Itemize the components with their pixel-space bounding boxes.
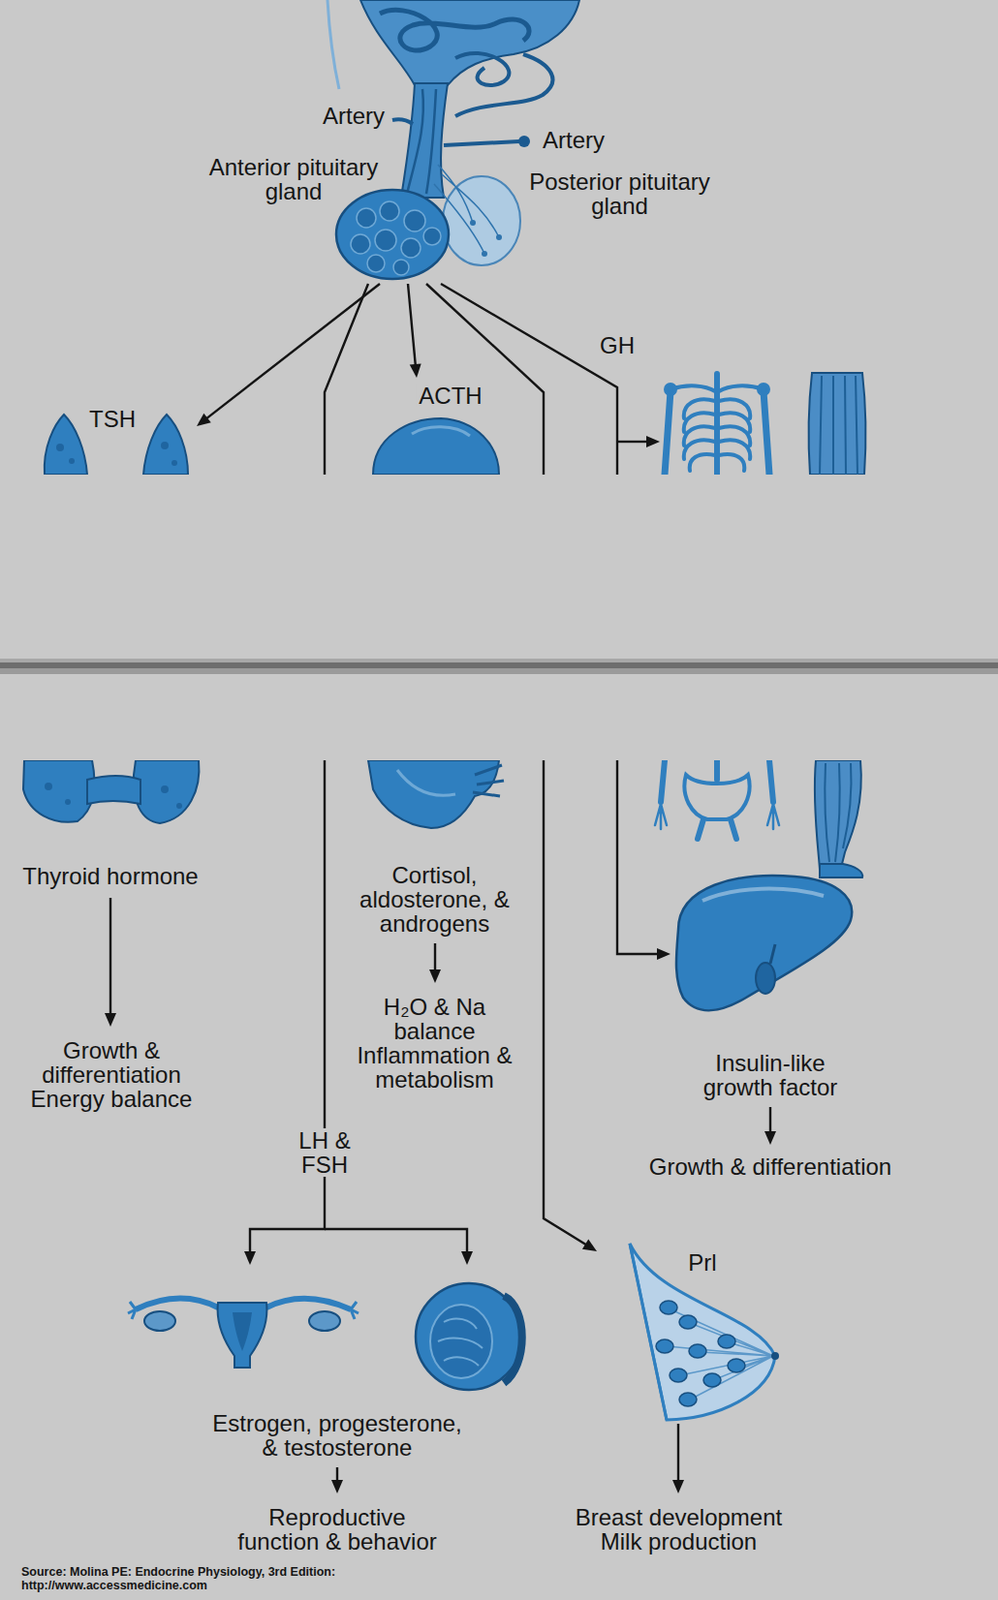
- artery-label: Artery: [322, 103, 385, 128]
- adrenal-target: Cortisol, aldosterone, & androgens: [344, 377, 525, 944]
- connector-line: [324, 1229, 468, 1256]
- uterus-illustration: [127, 1299, 359, 1369]
- node-text: Growth & differentiation Energy balance: [25, 1038, 198, 1112]
- hormone-label: LH & FSH: [291, 1128, 358, 1178]
- gh-skeleton-arrow: [617, 436, 660, 448]
- node-text: Reproductive function & behavior: [231, 1505, 443, 1555]
- connector: [764, 1107, 777, 1146]
- hormone-label: TSH: [86, 406, 139, 432]
- arrowhead: [672, 1480, 685, 1495]
- connector-line: [204, 283, 380, 421]
- node-text: Cortisol, aldosterone, & androgens: [354, 863, 515, 936]
- connector: [244, 283, 473, 1266]
- node-text: H₂O & Na balance Inflammation & metaboli…: [354, 995, 515, 1092]
- arrowhead: [656, 948, 671, 961]
- effect-text: Growth & differentiation Energy balance: [19, 1027, 204, 1116]
- effect-text: Breast development Milk production: [569, 1494, 788, 1559]
- connector-line: [407, 283, 416, 369]
- node-text: Prl: [673, 1250, 732, 1276]
- breast-target: Prl: [596, 1240, 791, 1425]
- effect-text: Reproductive function & behavior: [231, 1494, 443, 1559]
- node-text: Breast development Milk production: [569, 1505, 788, 1555]
- thyroid-target: Thyroid hormone: [13, 426, 208, 899]
- connector-line: [769, 1107, 772, 1136]
- artery-label: Artery: [542, 127, 605, 153]
- node-text: Estrogen, progesterone, & testosterone: [206, 1411, 468, 1461]
- connector: [196, 283, 380, 427]
- arrowhead: [582, 1240, 597, 1252]
- breast-illustration: [629, 1244, 780, 1421]
- connector-line: [677, 1424, 680, 1485]
- connector-line: [109, 898, 112, 1018]
- node-text: Growth & differentiation: [639, 1154, 902, 1180]
- source-citation: Source: Molina PE: Endocrine Physiology,…: [21, 1565, 448, 1593]
- posterior-pituitary: Posterior pituitary gland: [445, 166, 718, 267]
- arrowhead: [331, 1480, 344, 1495]
- arrowhead: [764, 1131, 777, 1146]
- effect-text: Growth & differentiation: [634, 1145, 906, 1184]
- arrowhead: [461, 1251, 473, 1266]
- node-text: Anterior pituitary gland: [201, 155, 386, 204]
- arrowhead: [104, 1013, 117, 1028]
- node-text: Insulin-like growth factor: [697, 1051, 843, 1100]
- testis-illustration: [415, 1283, 523, 1391]
- connector: [429, 943, 441, 984]
- arrowhead: [409, 364, 422, 378]
- page-break-band: [0, 668, 998, 675]
- liver-target: Insulin-like growth factor: [670, 872, 882, 1108]
- connector: [104, 898, 117, 1028]
- pituitary-illustration: [327, 0, 580, 280]
- connector: [426, 283, 597, 1252]
- page-break-gap: [0, 474, 998, 761]
- hormone-label: ACTH: [415, 383, 485, 408]
- arrowhead: [196, 413, 212, 427]
- effect-text: H₂O & Na balance Inflammation & metaboli…: [344, 983, 525, 1096]
- connector-line: [249, 283, 369, 1256]
- anterior-pituitary: Anterior pituitary gland: [201, 153, 464, 284]
- gonad-target: Estrogen, progesterone, & testosterone: [125, 1265, 533, 1468]
- node-text: Thyroid hormone: [13, 864, 208, 889]
- liver-illustration: [676, 875, 852, 1011]
- node-text: Posterior pituitary gland: [525, 169, 715, 219]
- connector: [331, 1467, 344, 1495]
- connector: [407, 283, 422, 378]
- hormone-label: GH: [596, 333, 638, 358]
- connector-line: [426, 283, 589, 1248]
- connector-line: [434, 943, 437, 974]
- arrowhead: [244, 1251, 256, 1266]
- connector: [672, 1424, 685, 1495]
- arrowhead: [429, 969, 441, 984]
